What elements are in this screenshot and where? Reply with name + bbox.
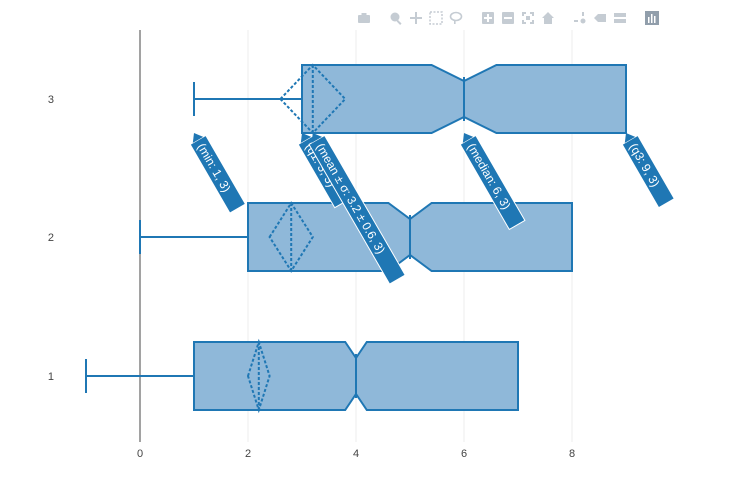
camera-icon [358, 13, 370, 23]
x-tick-label: 0 [137, 448, 143, 460]
zoom-icon [390, 12, 402, 25]
hover-closest-button[interactable] [590, 8, 610, 28]
pan-button[interactable] [406, 8, 426, 28]
autoscale-button[interactable] [518, 8, 538, 28]
zoom-out-icon [502, 12, 514, 24]
zoom-out-button[interactable] [498, 8, 518, 28]
mean-sd-diamond [279, 63, 347, 135]
plotly-logo-icon [645, 11, 659, 25]
lasso-button[interactable] [446, 8, 466, 28]
lasso-icon [449, 11, 463, 24]
spike-lines-icon [574, 12, 586, 24]
hover-label-bg [308, 134, 406, 285]
box-3 [193, 63, 627, 135]
hover-label-pointer [462, 133, 474, 143]
x-axis-ticks: 0 2 4 6 8 [137, 448, 575, 460]
y-axis-ticks: 1 2 3 [48, 94, 54, 383]
hover-label: (min: 1, 3) [189, 133, 247, 214]
box-2 [139, 201, 573, 273]
x-tick-label: 6 [461, 448, 467, 460]
zoom-button[interactable] [386, 8, 406, 28]
x-tick-label: 4 [353, 448, 359, 460]
hover-label-pointer [624, 133, 636, 143]
hover-label-bg [459, 134, 526, 231]
mean-sd-diamond [246, 338, 271, 414]
hover-label-text: (median: 6, 3) [464, 141, 513, 212]
mean-sd-diamond [268, 201, 314, 273]
hover-compare-icon [614, 13, 626, 23]
pan-icon [410, 12, 422, 24]
box-1 [85, 338, 519, 414]
hover-label-pointer [311, 133, 322, 143]
boxes [85, 63, 627, 414]
box-select-button[interactable] [426, 8, 446, 28]
zoom-in-icon [482, 12, 494, 24]
hover-label-bg [189, 134, 247, 214]
camera-button[interactable] [354, 8, 374, 28]
x-tick-label: 8 [569, 448, 575, 460]
spike-lines-button[interactable] [570, 8, 590, 28]
y-tick-label: 1 [48, 371, 54, 383]
x-tick-label: 2 [245, 448, 251, 460]
zoom-in-button[interactable] [478, 8, 498, 28]
y-tick-label: 2 [48, 232, 54, 244]
box-select-icon [429, 11, 443, 25]
hover-compare-button[interactable] [610, 8, 630, 28]
reset-axes-button[interactable] [538, 8, 558, 28]
hover-closest-icon [594, 14, 606, 22]
hover-label-pointer [300, 133, 312, 143]
hover-label-bg [621, 134, 675, 209]
modebar [354, 8, 662, 28]
hover-label: (q3: 9, 3) [621, 133, 675, 209]
hover-label-pointer [192, 133, 204, 143]
reset-axes-icon [542, 12, 554, 24]
y-tick-label: 3 [48, 94, 54, 106]
autoscale-icon [522, 12, 534, 24]
plotly-logo-button[interactable] [642, 8, 662, 28]
